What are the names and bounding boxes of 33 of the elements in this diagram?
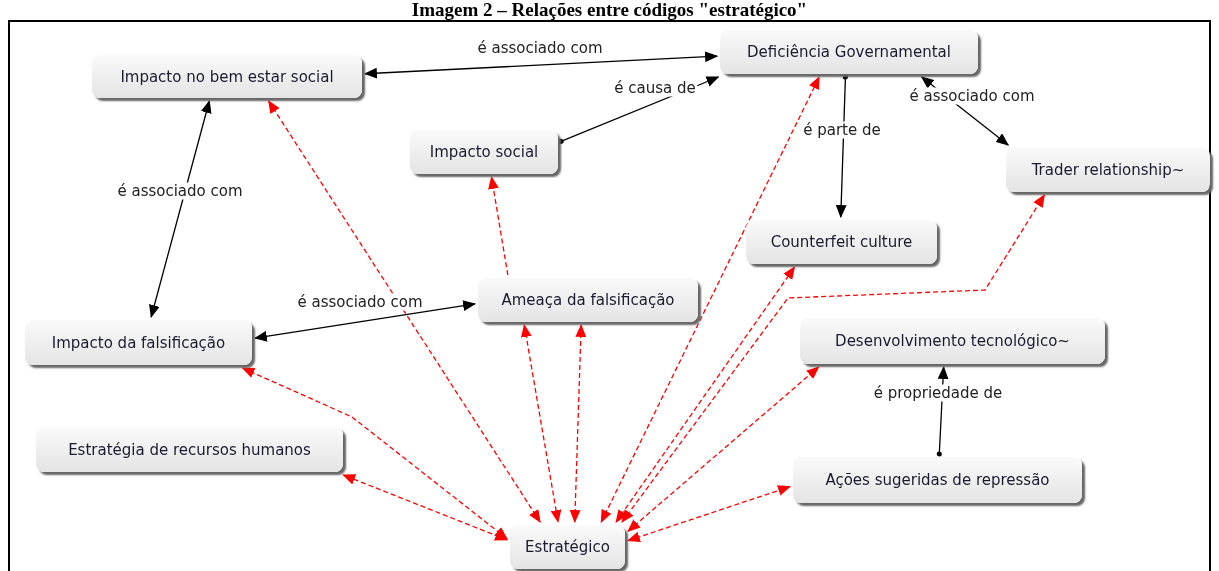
arrow (267, 100, 541, 523)
edge-label: é parte de (801, 121, 883, 139)
edge-label: é causa de (612, 79, 698, 97)
concept-box: Ações sugeridas de repressão (793, 457, 1082, 503)
concept-box: Counterfeit culture (746, 220, 937, 264)
arrow (600, 76, 820, 523)
arrow (569, 323, 587, 524)
concept-box: Deficiência Governamental (720, 30, 978, 74)
arrow (835, 74, 849, 219)
concept-box: Estratégia de recursos humanos (36, 427, 343, 472)
edge-label: é propriedade de (871, 384, 1005, 402)
arrow (621, 194, 1046, 523)
concept-box: Estratégico (510, 525, 625, 569)
concept-box: Impacto no bem estar social (92, 55, 362, 98)
arrow (149, 99, 212, 319)
arrow (342, 474, 508, 541)
title: Imagem 2 – Relações entre códigos "estratégico" (410, 0, 809, 20)
concept-box: Ameaça da falsificação (478, 278, 698, 322)
concept-box: Impacto social (410, 130, 558, 174)
arrow (627, 366, 820, 532)
arrow (241, 367, 508, 540)
arrow (253, 300, 477, 342)
edge-label: é associado com (115, 182, 245, 200)
concept-box: Impacto da falsificação (25, 320, 252, 365)
arrow (488, 175, 509, 276)
concept-box: Trader relationship~ (1006, 148, 1210, 192)
edge-label: é associado com (907, 87, 1037, 105)
arrow (626, 485, 792, 543)
arrow (615, 266, 796, 523)
concept-box: Desenvolvimento tecnológico~ (800, 318, 1105, 364)
edge-label: é associado com (295, 293, 425, 311)
arrow (363, 51, 719, 79)
arrow (520, 323, 562, 524)
